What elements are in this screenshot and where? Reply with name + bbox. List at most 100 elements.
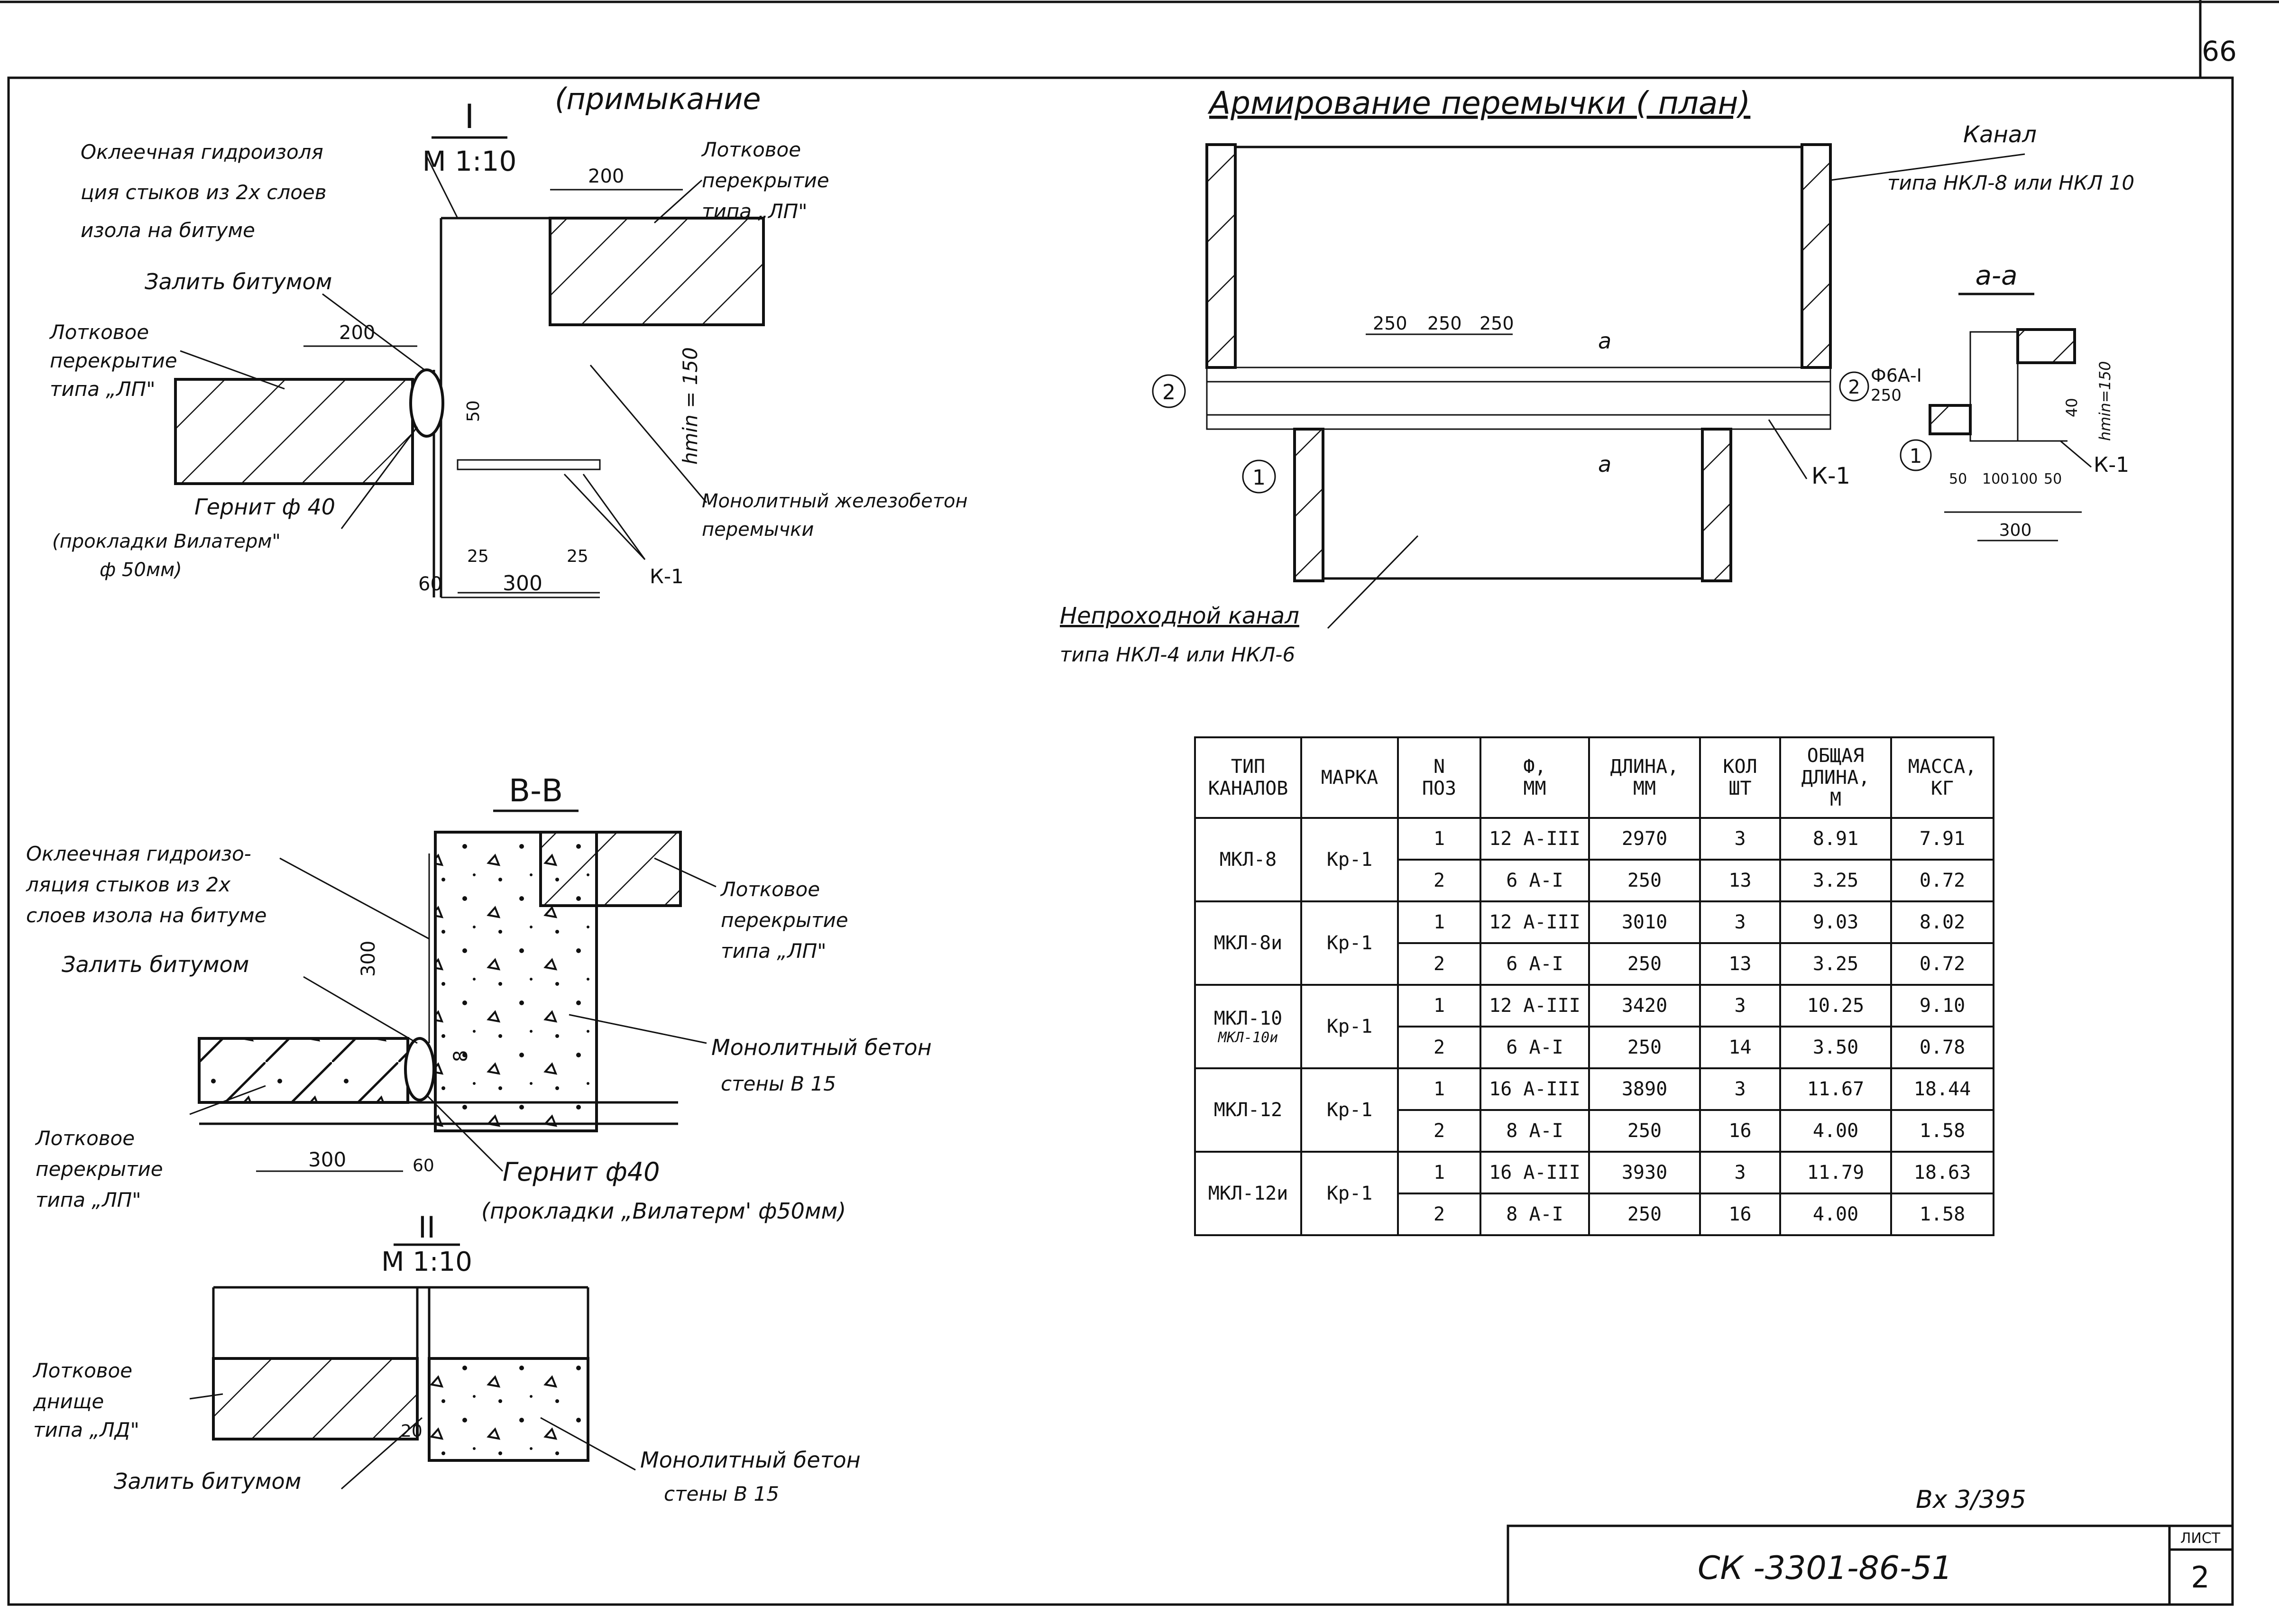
svg-text:К-1: К-1 [1811,463,1850,489]
svg-text:25: 25 [567,547,588,566]
table-row: МКЛ-12и Кр-1 1 16 А-III 3930 3 11.79 18.… [1194,1151,1994,1236]
svg-text:ция стыков из 2х слоев: ция стыков из 2х слоев [81,181,327,204]
svg-text:300: 300 [308,1148,346,1171]
svg-text:типа „ЛП": типа „ЛП" [36,1188,141,1211]
svg-text:перекрытие: перекрытие [702,169,829,192]
svg-text:типа „ЛД": типа „ЛД" [33,1418,139,1441]
svg-text:типа НКЛ-4 или НКЛ-6: типа НКЛ-4 или НКЛ-6 [1060,643,1295,666]
col-header-diameter: Ф,ММ [1480,736,1590,819]
svg-text:Лотковое: Лотковое [701,138,801,161]
svg-text:а: а [1598,451,1611,477]
table-row: 2 6 А-I 250 13 3.25 0.72 [1195,859,1994,902]
col-header-mark: МАРКА [1300,736,1399,819]
position-2-marker-right [1839,371,1869,402]
svg-text:перемычки: перемычки [702,519,814,541]
svg-text:днище: днище [33,1390,104,1413]
svg-text:перекрытие: перекрытие [50,349,177,372]
svg-text:Залить битумом: Залить битумом [62,952,249,977]
upper-tray-slab [549,217,765,326]
col-header-length: ДЛИНА,ММ [1588,736,1701,819]
svg-text:250: 250 [1373,313,1407,334]
svg-text:Гернит ф 40: Гернит ф 40 [194,494,335,520]
section-aa-drawing: а-а 50 100 100 50 300 40 hmin=150 1 К-1 [1900,260,2129,541]
svg-text:Непроходной канал: Непроходной канал [1060,603,1299,629]
detail-I-scale: М 1:10 [423,145,517,177]
svg-text:1: 1 [1910,444,1922,468]
svg-text:1: 1 [1252,466,1266,490]
svg-text:К-1: К-1 [2094,453,2129,477]
svg-text:Лотковое: Лотковое [35,1127,135,1150]
table-row: 2 8 А-I 250 16 4.00 1.58 [1195,1109,1994,1153]
svg-text:300: 300 [358,941,379,977]
svg-text:Лотковое: Лотковое [49,321,149,344]
svg-text:8: 8 [450,1050,472,1062]
detail-I-drawing: I М 1:10 (примыкание 200 200 50 25 25 30… [49,82,968,598]
table-row: МКЛ-12 Кр-1 1 16 А-III 3890 3 11.67 18.4… [1194,1067,1994,1153]
upper-slab-BB [539,831,682,907]
table-row: 2 6 А-I 250 14 3.50 0.78 [1195,1026,1994,1069]
table-row: 2 6 А-I 250 13 3.25 0.72 [1195,942,1994,986]
detail-II-scale: М 1:10 [381,1247,472,1277]
page-number: 66 [2202,35,2237,67]
svg-text:50: 50 [464,400,483,422]
svg-text:40: 40 [2063,398,2081,417]
table-row: МКЛ-8и Кр-1 1 12 А-III 3010 3 9.03 8.02 [1194,900,1994,986]
svg-text:100: 100 [2011,471,2038,487]
svg-text:Лотковое: Лотковое [720,878,820,901]
svg-text:60: 60 [418,573,442,595]
svg-text:К-1: К-1 [650,565,684,588]
svg-text:а: а [1598,328,1611,354]
svg-text:Залить битумом: Залить битумом [145,269,332,294]
svg-text:hmin = 150: hmin = 150 [679,347,702,465]
table-row: МКЛ-8 Кр-1 1 12 А-III 2970 3 8.91 7.91 [1194,817,1994,902]
detail-II-title: II [418,1210,436,1245]
gernit-seal-icon [409,368,444,438]
table-row: 2 8 А-I 250 16 4.00 1.58 [1195,1193,1994,1236]
svg-text:200: 200 [339,322,375,344]
svg-text:300: 300 [503,571,542,596]
svg-text:60: 60 [413,1156,434,1175]
tray-bottom-slab [212,1357,419,1440]
svg-text:2: 2 [1848,376,1860,398]
svg-text:стены В 15: стены В 15 [721,1072,836,1095]
svg-text:200: 200 [588,165,624,187]
svg-text:Лотковое: Лотковое [32,1359,132,1382]
svg-text:50: 50 [1949,471,1967,487]
svg-text:(прокладки „Вилатерм' ф50мм): (прокладки „Вилатерм' ф50мм) [481,1198,846,1224]
svg-text:50: 50 [2044,471,2062,487]
plan-drawing: Армирование перемычки ( план) 250 250 25… [1060,85,2134,666]
section-aa-title: а-а [1976,260,2018,291]
svg-text:слоев изола на битуме: слоев изола на битуме [26,904,266,927]
svg-text:типа „ЛП": типа „ЛП" [702,200,808,223]
svg-text:250: 250 [1427,313,1462,334]
plan-title: Армирование перемычки ( план) [1207,85,1750,121]
svg-text:типа „ЛП": типа „ЛП" [50,377,156,401]
gernit-seal-BB-icon [404,1037,435,1101]
svg-text:Монолитный бетон: Монолитный бетон [640,1447,861,1473]
svg-text:ляция стыков из 2х: ляция стыков из 2х [26,873,231,896]
section-position-1-marker [1900,439,1932,471]
monolithic-wall-II [428,1357,589,1462]
svg-text:(прокладки Вилатерм": (прокладки Вилатерм" [52,531,281,552]
section-BB-drawing: В-В 300 8 300 60 Оклеечная гидроизо- ляц… [26,772,932,1224]
section-BB-title: В-В [509,772,563,809]
svg-text:Гернит ф40: Гернит ф40 [503,1157,660,1187]
svg-text:ф 50мм): ф 50мм) [100,559,182,581]
position-1-marker [1242,459,1276,494]
svg-text:Залить битумом: Залить битумом [114,1468,301,1494]
svg-text:20: 20 [401,1422,423,1441]
svg-text:250: 250 [1871,386,1902,405]
svg-text:типа НКЛ-8 или НКЛ 10: типа НКЛ-8 или НКЛ 10 [1887,171,2134,194]
list-label: ЛИСТ [2180,1530,2221,1547]
svg-text:стены В 15: стены В 15 [664,1482,779,1505]
svg-text:изола на битуме: изола на битуме [81,219,255,242]
svg-text:2: 2 [1162,380,1176,404]
svg-text:перекрытие: перекрытие [721,908,848,932]
